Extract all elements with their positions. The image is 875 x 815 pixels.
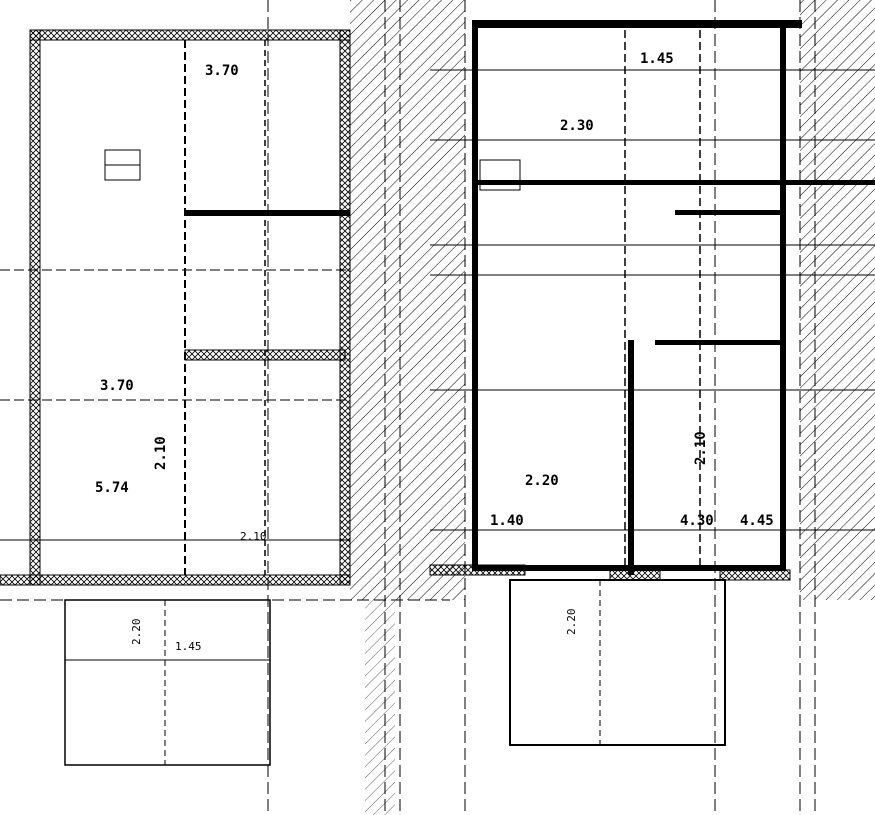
dim-label: 4.45 xyxy=(740,513,774,529)
dim-label: 2.30 xyxy=(560,118,594,134)
dim-label: 2.10 xyxy=(153,436,169,470)
dim-label: 1.45 xyxy=(640,51,674,67)
dim-label: 3.70 xyxy=(205,63,239,79)
dim-label: 2.10 xyxy=(240,530,267,543)
dim-label: 2.20 xyxy=(565,609,578,636)
hatched-wall-center xyxy=(350,0,465,600)
hatched-wall-right xyxy=(800,0,875,600)
dim-label: 2.10 xyxy=(693,431,709,465)
right-unit-walls xyxy=(429,20,875,581)
dim-label: 4.30 xyxy=(680,513,714,529)
balconies xyxy=(64,579,726,766)
dim-label: 1.40 xyxy=(490,513,524,529)
stairs-icon xyxy=(104,149,521,191)
hatched-wall-center-lower xyxy=(365,600,395,815)
dim-label: 1.45 xyxy=(175,640,202,653)
dim-label: 2.20 xyxy=(130,619,143,646)
left-unit-walls xyxy=(0,29,351,586)
dim-label: 5.74 xyxy=(95,480,129,496)
dim-label: 3.70 xyxy=(100,378,134,394)
dim-label: 2.20 xyxy=(525,473,559,489)
